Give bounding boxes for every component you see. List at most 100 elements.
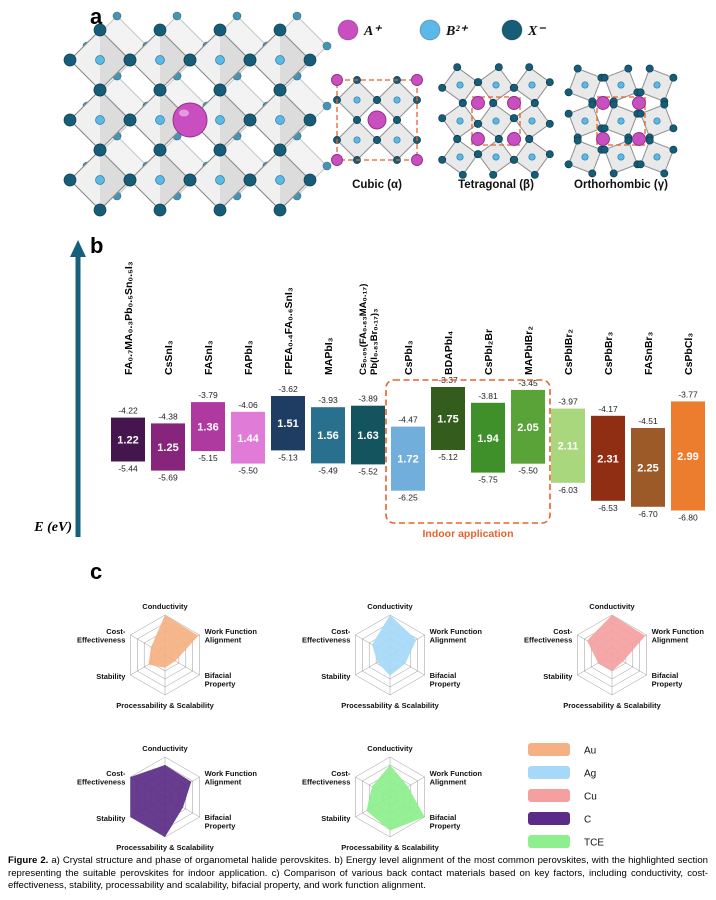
- perovskite-name: CsPbI₃: [403, 340, 415, 375]
- perovskite-name: FASnBr₃: [643, 331, 655, 375]
- radar-axis-label: Stability: [96, 672, 126, 681]
- perovskite-name: FAPbI₃: [243, 340, 255, 375]
- radar-axis-label: Effectiveness: [524, 636, 572, 645]
- bandgap-value: 1.72: [397, 454, 418, 466]
- legend-label-TCE: TCE: [584, 838, 604, 849]
- radar-axis-label: Conductivity: [367, 602, 413, 611]
- x-anion-sphere: [609, 169, 618, 178]
- energy-bar: [671, 401, 705, 511]
- unit-cell-box: [471, 96, 521, 146]
- figure-caption: Figure 2. a) Crystal structure and phase…: [8, 855, 708, 893]
- x-anion-sphere: [669, 73, 678, 82]
- octahedron-face: [130, 150, 160, 210]
- energy-bar: [431, 387, 465, 450]
- cbm-energy: -3.93: [318, 395, 338, 405]
- octahedron-face: [220, 150, 250, 210]
- cbm-energy: -3.77: [678, 389, 698, 399]
- vbm-energy: -5.13: [278, 452, 298, 462]
- b-cation-sphere: [155, 175, 165, 185]
- x-anion-sphere: [660, 169, 669, 178]
- a-cation-sphere: [596, 96, 610, 110]
- cbm-energy: -3.89: [358, 394, 378, 404]
- octahedron-face: [100, 30, 130, 90]
- bandgap-value: 1.44: [237, 433, 259, 445]
- x-anion-sphere: [510, 155, 519, 164]
- x-anion-sphere: [573, 136, 582, 145]
- vbm-energy: -6.25: [398, 493, 418, 503]
- x-anion-sphere: [636, 160, 645, 169]
- x-anion-sphere: [636, 109, 645, 118]
- x-anion-sphere: [564, 88, 573, 97]
- b-cation-sphere: [492, 81, 500, 89]
- x-anion-sphere: [624, 64, 633, 73]
- octahedron-face: [70, 30, 100, 90]
- perovskite-name: CsPbCl₃: [683, 333, 695, 375]
- x-anion-sphere-back: [172, 11, 182, 21]
- x-anion-sphere: [373, 96, 381, 104]
- x-anion-sphere: [624, 136, 633, 145]
- x-anion-sphere: [645, 64, 654, 73]
- energy-bar: [151, 423, 185, 471]
- bandgap-value: 1.75: [437, 414, 458, 426]
- x-anion-sphere: [353, 116, 361, 124]
- x-anion-sphere: [510, 83, 519, 92]
- x-anion-sphere: [243, 173, 257, 187]
- b-cation-sphere: [95, 115, 105, 125]
- radar-axis-label: Stability: [321, 814, 351, 823]
- unit-cell-box: [336, 79, 418, 161]
- radar-axis-label: Cost-: [331, 769, 351, 778]
- radar-axis-label: Processability & Scalability: [341, 843, 439, 852]
- octahedron-face: [70, 90, 100, 150]
- bandgap-value: 1.22: [117, 435, 138, 447]
- octahedron-face: [280, 30, 310, 90]
- radar-axis-label: Effectiveness: [77, 778, 125, 787]
- cbm-energy: -4.51: [638, 416, 658, 426]
- x-anion-sphere: [600, 124, 609, 133]
- x-anion-sphere: [63, 173, 77, 187]
- b-cation-sphere: [617, 81, 625, 89]
- x-anion-sphere: [573, 64, 582, 73]
- x-anion-sphere: [600, 145, 609, 154]
- b-cation-sphere: [617, 117, 625, 125]
- bandgap-value: 1.63: [357, 430, 378, 442]
- radar-axis-label: Alignment: [652, 636, 689, 645]
- x-anion-sphere: [564, 160, 573, 169]
- legend-label-Ag: Ag: [584, 769, 596, 780]
- b-cation-sphere: [275, 175, 285, 185]
- x-anion-sphere: [243, 53, 257, 67]
- radar-axis-label: Stability: [321, 672, 351, 681]
- radar-axis-label: Work Function: [205, 627, 258, 636]
- energy-bar: [111, 417, 145, 462]
- perovskite-name: CsSnI₃: [163, 340, 175, 375]
- perovskite-name: MAPbIBr₂: [523, 326, 535, 375]
- ion-legend-label: X⁻: [527, 24, 546, 39]
- panel-a-crystal-structures: aA⁺B²⁺X⁻Cubic (α)Tetragonal (β)Orthorhom…: [63, 4, 678, 217]
- radar-data-TCE: [366, 765, 425, 831]
- perovskite-name: FASnI₃: [203, 340, 215, 375]
- x-anion-sphere: [438, 83, 447, 92]
- bandgap-value: 1.56: [317, 430, 338, 442]
- panel-b-label: b: [90, 233, 103, 258]
- radar-axis-label: Alignment: [430, 778, 467, 787]
- b-cation-sphere: [353, 96, 361, 104]
- legend-swatch-TCE: [528, 835, 570, 848]
- b-cation-sphere: [215, 55, 225, 65]
- x-anion-sphere: [494, 63, 503, 72]
- perovskite-name: BDAPbI₄: [443, 331, 455, 375]
- ion-legend-swatch: [337, 19, 359, 41]
- radar-axis-label: Conductivity: [142, 744, 188, 753]
- x-anion-sphere: [273, 203, 287, 217]
- x-anion-sphere: [273, 143, 287, 157]
- vbm-energy: -5.15: [198, 453, 218, 463]
- x-anion-sphere: [660, 100, 669, 109]
- b-cation-sphere: [653, 117, 661, 125]
- legend-swatch-Cu: [528, 789, 570, 802]
- x-anion-sphere: [93, 203, 107, 217]
- perovskite-name: Cs₀.₀₅(FA₀.₈₃MA₀.₁₇): [358, 284, 369, 375]
- x-anion-sphere-back: [322, 41, 332, 51]
- bandgap-value: 1.94: [477, 433, 499, 445]
- indoor-application-box: [385, 379, 551, 524]
- x-anion-sphere-back: [292, 11, 302, 21]
